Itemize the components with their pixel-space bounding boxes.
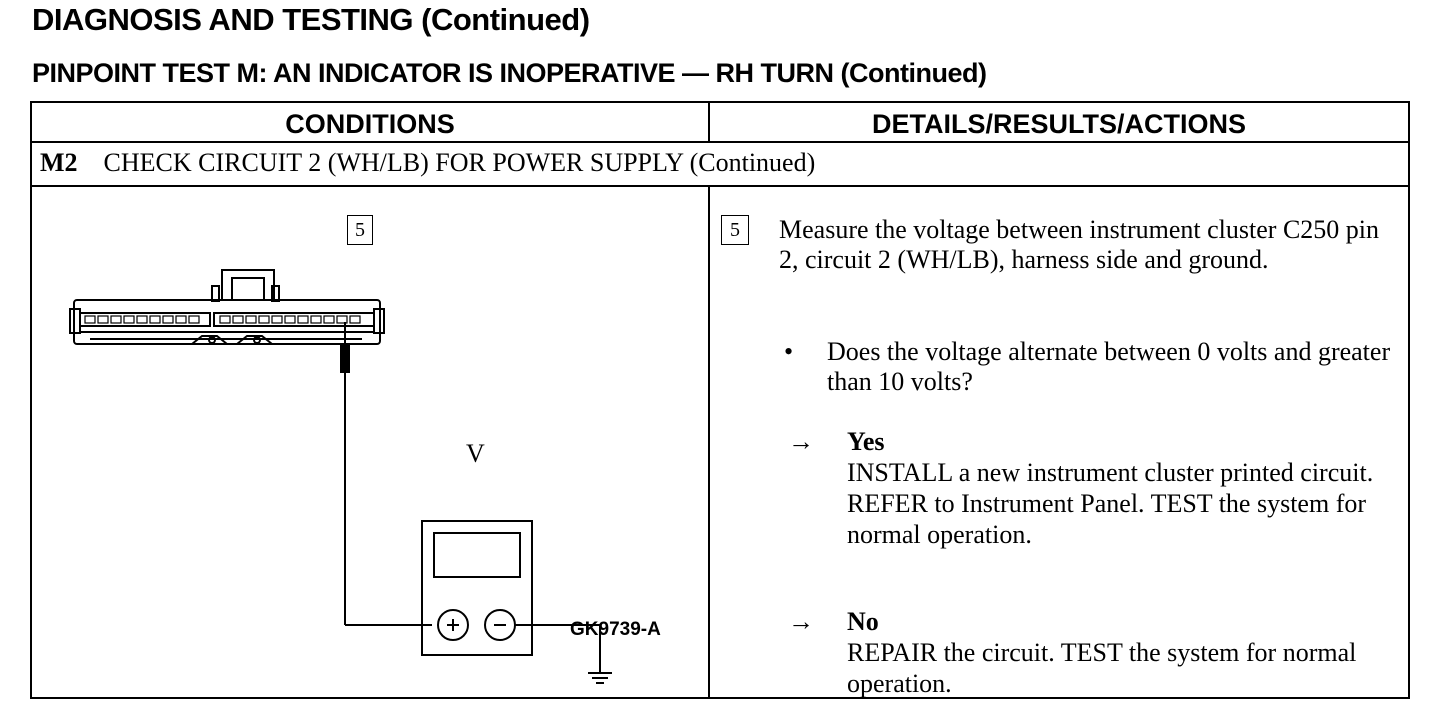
- connector-c250-illustration: [69, 269, 385, 345]
- details-cell: 5 Measure the voltage between instrument…: [710, 187, 1410, 699]
- question-text: Does the voltage alternate between 0 vol…: [827, 337, 1391, 396]
- test-probe: [340, 322, 432, 626]
- page-subtitle: PINPOINT TEST M: AN INDICATOR IS INOPERA…: [32, 58, 987, 88]
- connector-voltmeter-diagram: [69, 269, 612, 684]
- pinpoint-test-table: CONDITIONS DETAILS/RESULTS/ACTIONS M2 CHE…: [30, 101, 1410, 699]
- page-title: DIAGNOSIS AND TESTING (Continued): [32, 2, 590, 37]
- no-label: No: [847, 607, 879, 636]
- body-column-divider: [708, 185, 710, 699]
- header-divider: [32, 141, 1408, 143]
- step-title: CHECK CIRCUIT 2 (WH/LB) FOR POWER SUPPLY…: [103, 148, 816, 177]
- step-id: M2: [40, 148, 78, 177]
- no-arrow-icon: →: [788, 607, 814, 636]
- figure-step-box: 5: [347, 215, 373, 245]
- connector-pins: [84, 315, 361, 324]
- step-row: M2 CHECK CIRCUIT 2 (WH/LB) FOR POWER SUPP…: [40, 148, 815, 178]
- voltmeter: [421, 520, 533, 656]
- step-row-divider: [32, 185, 1408, 187]
- positive-terminal-icon: [437, 609, 469, 641]
- ground-lead: [515, 624, 612, 684]
- yes-label: Yes: [847, 427, 885, 456]
- voltmeter-label: V: [466, 439, 485, 468]
- no-action-text: REPAIR the circuit. TEST the system for …: [847, 638, 1357, 698]
- yes-action-text: INSTALL a new instrument cluster printed…: [847, 458, 1374, 549]
- bullet-icon: •: [784, 337, 794, 366]
- yes-arrow-icon: →: [788, 427, 814, 456]
- figure-id: GK9739-A: [570, 619, 661, 640]
- details-header: DETAILS/RESULTS/ACTIONS: [871, 109, 1246, 139]
- instruction-text: Measure the voltage between instrument c…: [779, 215, 1380, 274]
- details-step-box: 5: [721, 215, 749, 245]
- conditions-header: CONDITIONS: [285, 109, 455, 139]
- header-column-divider: [708, 103, 710, 141]
